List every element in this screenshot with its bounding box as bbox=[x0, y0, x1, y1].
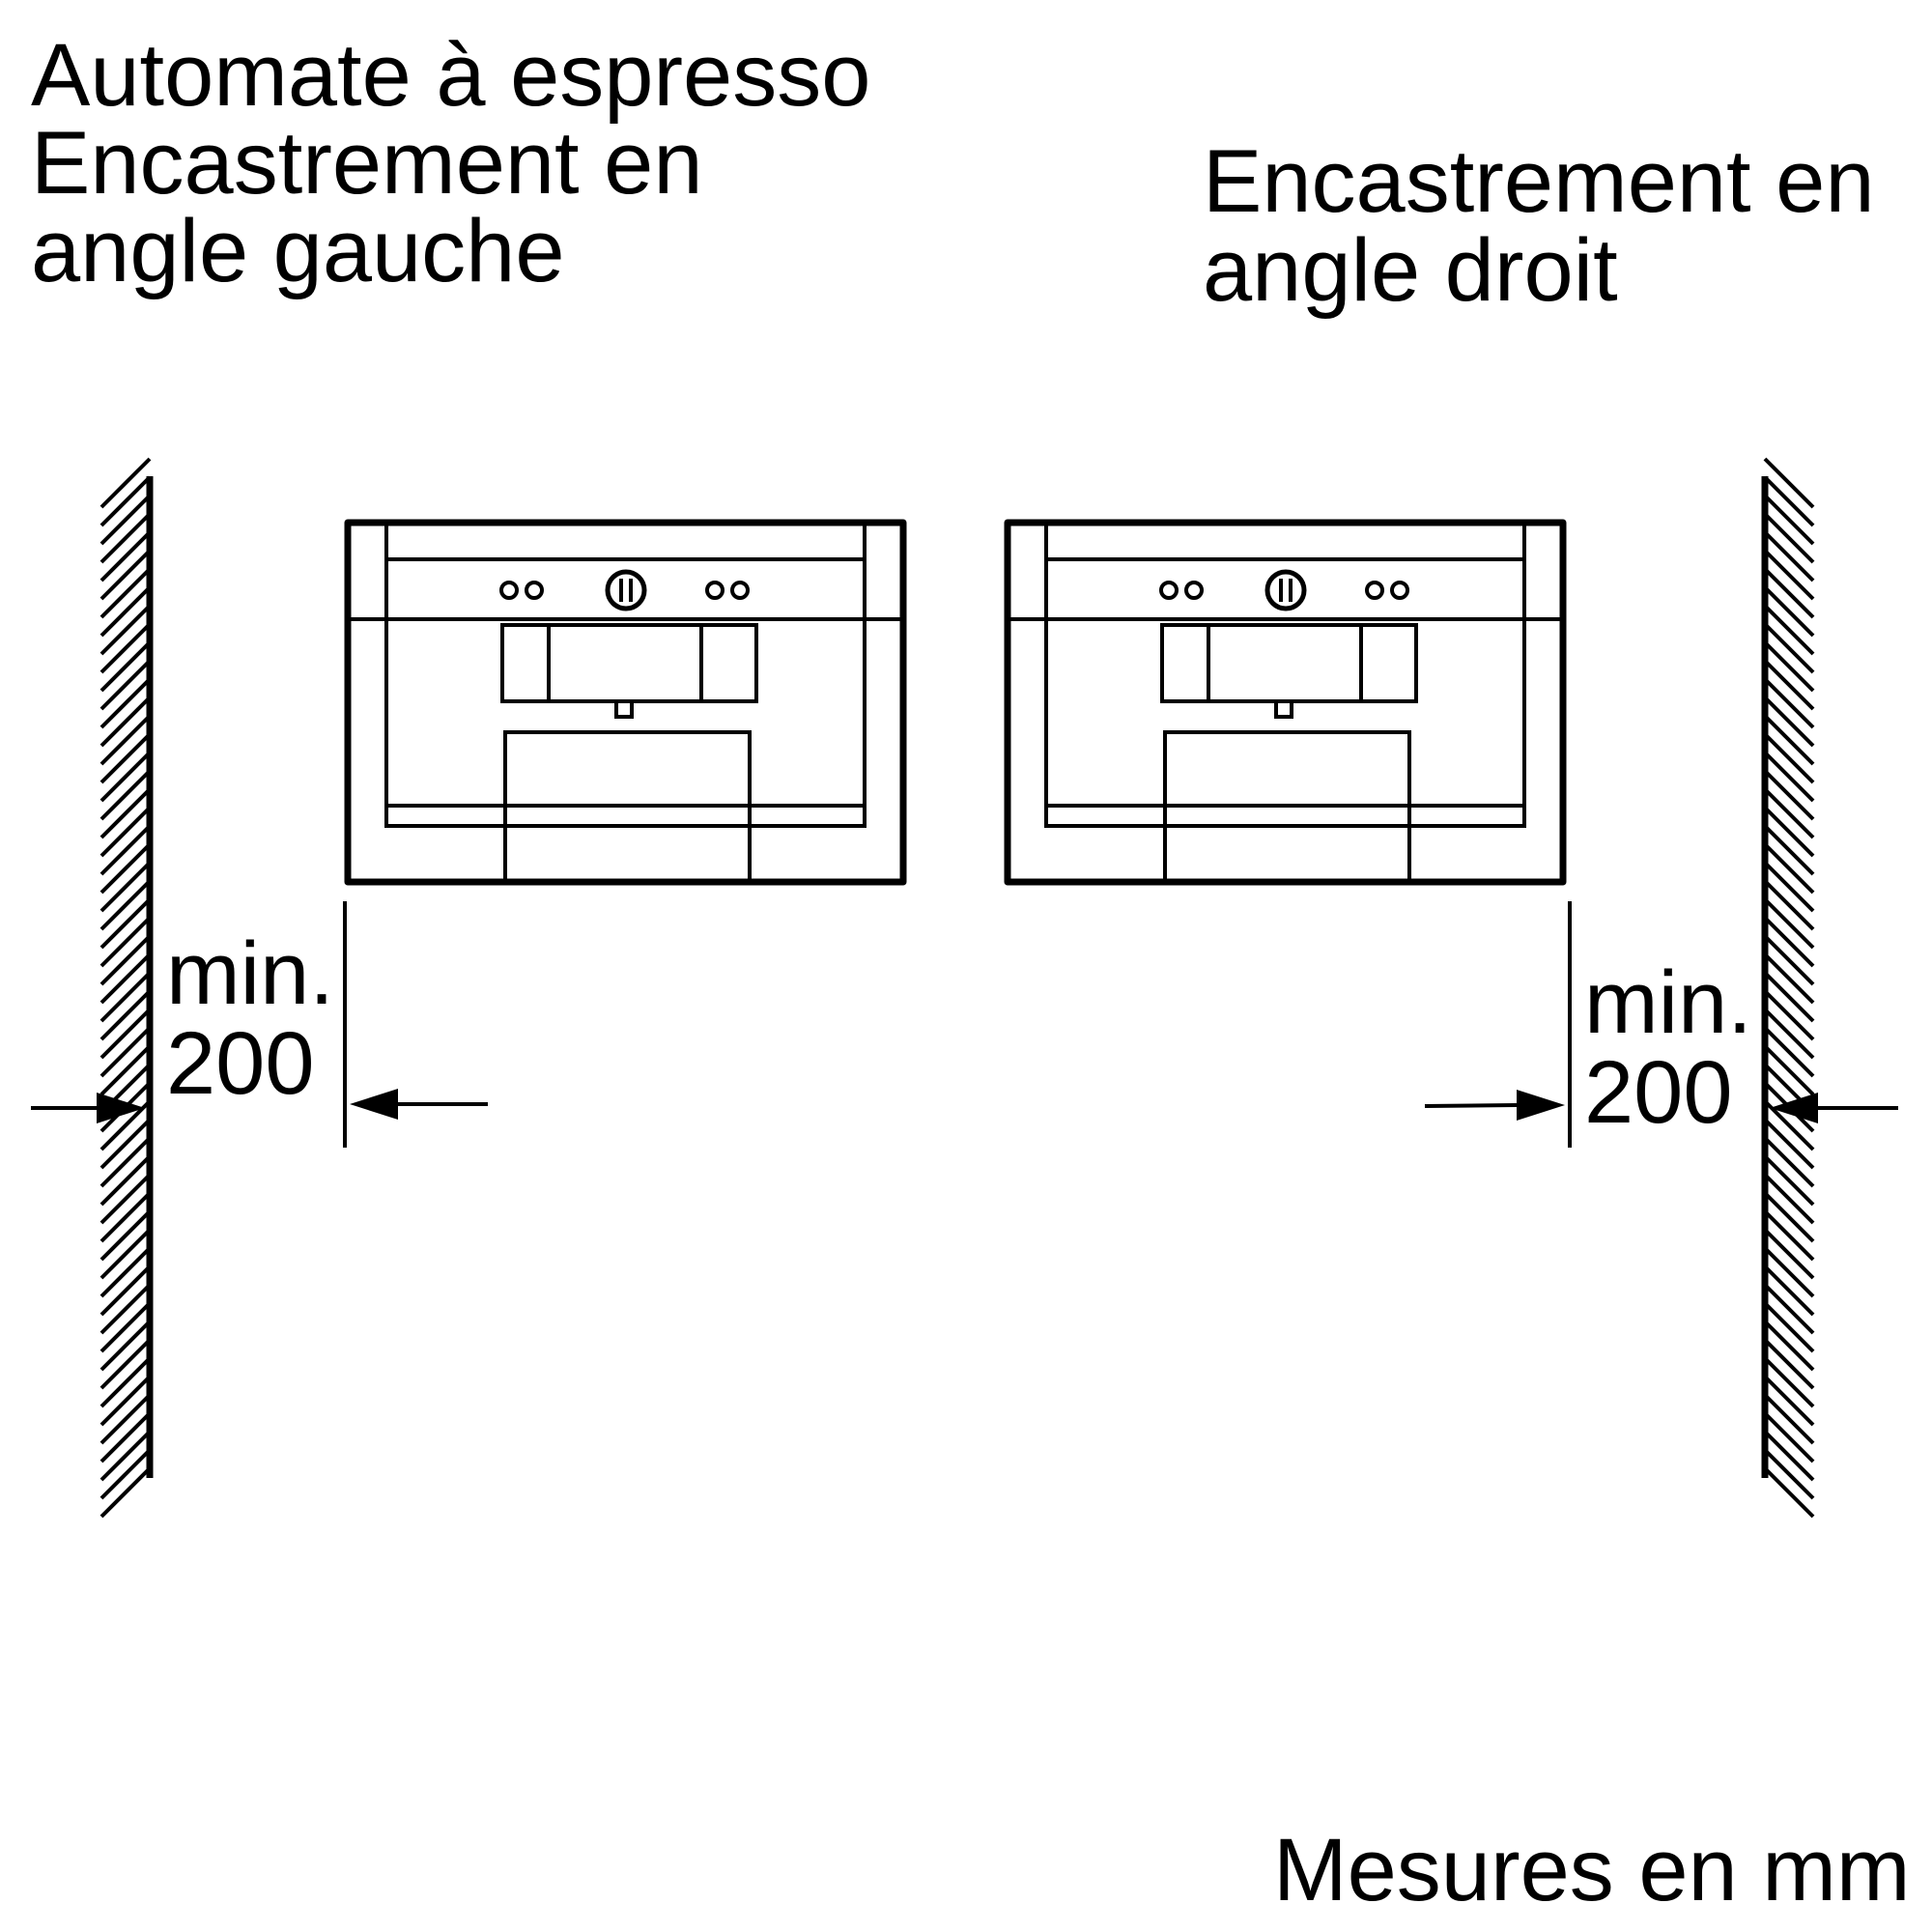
left-wall-hatching bbox=[99, 457, 152, 1519]
left-dim-label-min: min. bbox=[166, 924, 334, 1023]
right-wall-hatching bbox=[1763, 457, 1815, 1519]
left-wall bbox=[99, 457, 154, 1519]
left-dim-label-value: 200 bbox=[166, 1014, 315, 1113]
left-title-line2: Encastrement en bbox=[31, 114, 703, 213]
right-appliance bbox=[1008, 523, 1563, 882]
right-wall-arrow-icon bbox=[1770, 1093, 1818, 1123]
right-wall bbox=[1761, 457, 1815, 1519]
left-appliance-arrow-icon bbox=[350, 1089, 398, 1120]
left-wall-arrow-icon bbox=[97, 1093, 145, 1123]
left-title-line1: Automate à espresso bbox=[31, 26, 871, 125]
right-appliance-arrow-icon bbox=[1517, 1090, 1565, 1121]
right-title-line2: angle droit bbox=[1203, 221, 1618, 320]
right-dimension bbox=[1424, 901, 1898, 1148]
right-dim-label-min: min. bbox=[1584, 953, 1752, 1052]
right-dim-label-value: 200 bbox=[1584, 1043, 1733, 1142]
left-appliance bbox=[348, 523, 903, 882]
left-dimension bbox=[31, 901, 488, 1148]
right-title-line1: Encastrement en bbox=[1203, 132, 1875, 231]
left-title-line3: angle gauche bbox=[31, 202, 565, 300]
units-note: Mesures en mm bbox=[1273, 1821, 1911, 1919]
